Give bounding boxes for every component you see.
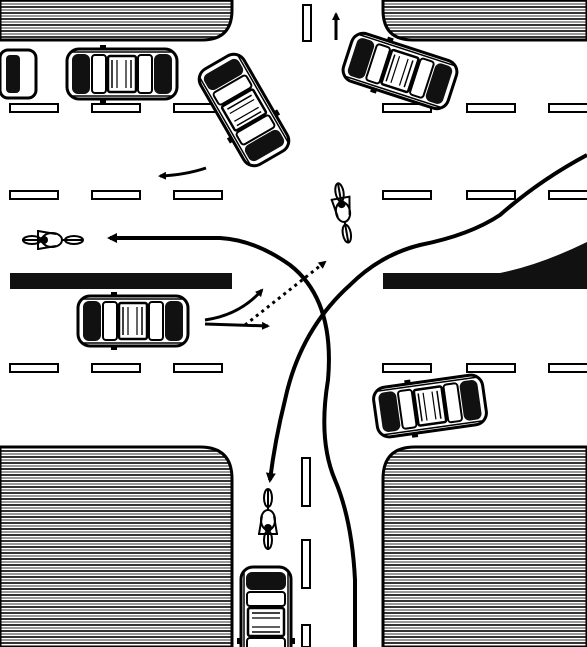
sidewalk-top-left [0,0,234,42]
car-right-middle [369,368,491,444]
path-arrow-car-option-straight [204,321,270,330]
parked-car-top-left [65,43,179,105]
sidewalk-bottom-right [381,445,587,647]
path-arrow-westbound [107,233,357,647]
car-bottom [235,565,297,647]
sidewalk-top-right [381,0,587,42]
parked-car-edge [0,48,38,100]
path-arrow-car-option-up [204,288,264,322]
sidewalk-bottom-left [0,445,234,647]
path-arrow-car-turning [158,166,207,180]
path-arrow-southbound [265,153,587,483]
bicycle-top-center [326,179,360,246]
path-arrow-dotted [244,260,327,327]
lane-markings [9,4,587,647]
bicycle-left [21,229,84,251]
median-bar-left [10,273,232,289]
car-center-left [76,290,190,352]
median-bar-right [383,242,587,289]
bicycle-bottom [257,488,279,551]
